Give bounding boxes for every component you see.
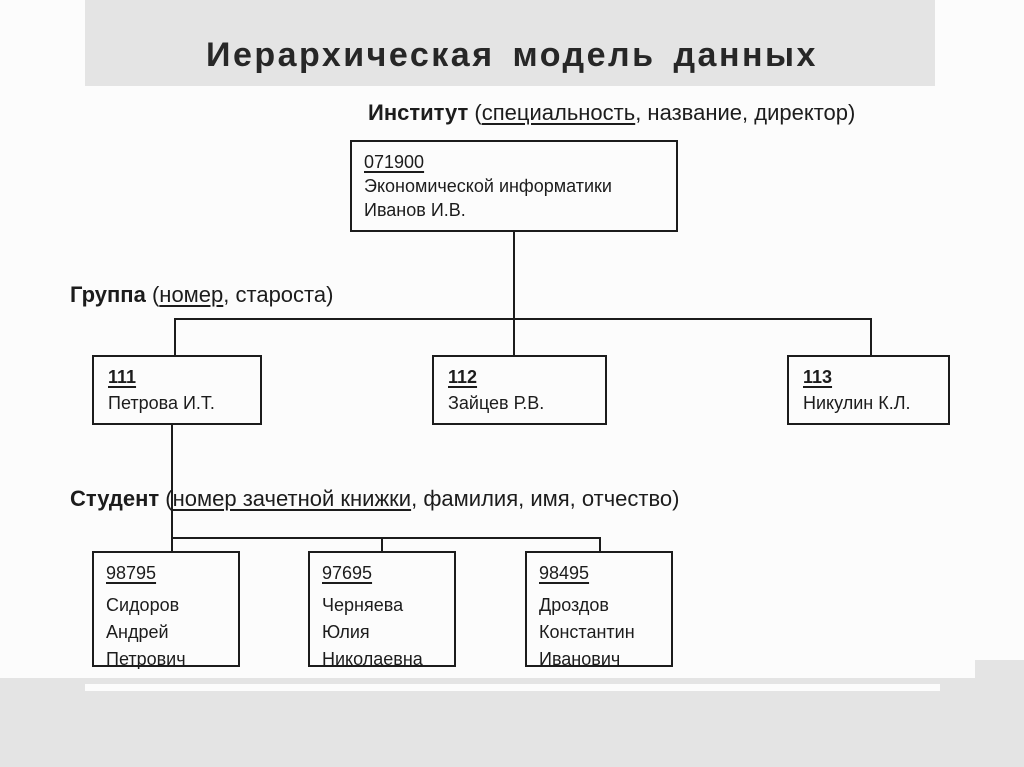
- group-number: 111: [108, 367, 137, 387]
- institute-record-box: 071900 Экономической информатики Иванов …: [350, 140, 678, 232]
- student-label-rest: , фамилия, имя, отчество): [411, 486, 680, 511]
- student-firstname: Юлия: [322, 622, 370, 642]
- student-key-attribute: номер зачетной книжки: [172, 486, 412, 511]
- student-keyword: Студент: [70, 486, 160, 511]
- connector-group111-to-students: [171, 424, 173, 552]
- student-record-box-98795: 98795 Сидоров Андрей Петрович: [92, 551, 240, 669]
- student-surname: Сидоров: [106, 595, 180, 615]
- connector-stub-group-112: [513, 318, 515, 356]
- student-number: 97695: [322, 563, 373, 583]
- group-leader: Зайцев Р.В.: [448, 393, 545, 413]
- student-patronymic: Петрович: [106, 649, 186, 669]
- student-number: 98795: [106, 563, 157, 583]
- connector-students-horizontal: [171, 537, 601, 539]
- group-record-box-112: 112 Зайцев Р.В.: [432, 355, 607, 425]
- group-label-rest: , староста): [223, 282, 334, 307]
- connector-stub-student-2: [381, 537, 383, 552]
- connector-groups-horizontal: [174, 318, 872, 320]
- institute-director: Иванов И.В.: [364, 200, 466, 220]
- paper-sheet-edge-bottom: [85, 684, 940, 691]
- institute-level-label: Институт (специальность, название, дирек…: [368, 100, 860, 126]
- group-label-paren: (: [145, 282, 160, 307]
- institute-label-paren: (: [468, 100, 482, 125]
- paper-sheet-corner-top-left: [0, 0, 85, 90]
- background-notch-bottom-right: [975, 660, 1024, 680]
- paper-sheet-corner-top-right: [935, 0, 1024, 90]
- group-leader: Никулин К.Л.: [803, 393, 911, 413]
- group-record-box-111: 111 Петрова И.Т.: [92, 355, 262, 425]
- group-leader: Петрова И.Т.: [108, 393, 215, 413]
- group-record-box-113: 113 Никулин К.Л.: [787, 355, 950, 425]
- institute-label-rest: , название, директор): [635, 100, 856, 125]
- student-label-paren: (: [159, 486, 173, 511]
- connector-stub-student-3: [599, 537, 601, 552]
- connector-stub-group-113: [870, 318, 872, 356]
- student-record-box-98495: 98495 Дроздов Константин Иванович: [525, 551, 673, 669]
- institute-key-attribute: специальность: [481, 100, 636, 125]
- group-level-label: Группа (номер, староста): [70, 282, 338, 308]
- group-number: 113: [803, 367, 833, 387]
- group-number: 112: [448, 367, 478, 387]
- student-surname: Дроздов: [539, 595, 609, 615]
- student-record-box-97695: 97695 Черняева Юлия Николаевна: [308, 551, 456, 669]
- student-patronymic: Иванович: [539, 649, 621, 669]
- institute-number: 071900: [364, 152, 425, 172]
- student-patronymic: Николаевна: [322, 649, 423, 669]
- student-firstname: Константин: [539, 622, 635, 642]
- student-number: 98495: [539, 563, 590, 583]
- student-firstname: Андрей: [106, 622, 169, 642]
- student-level-label: Студент (номер зачетной книжки, фамилия,…: [70, 486, 684, 512]
- institute-name: Экономической информатики: [364, 176, 612, 196]
- institute-keyword: Институт: [368, 100, 469, 125]
- connector-institute-to-groups: [513, 231, 515, 318]
- group-key-attribute: номер: [159, 282, 224, 307]
- group-keyword: Группа: [70, 282, 146, 307]
- connector-stub-group-111: [174, 318, 176, 356]
- student-surname: Черняева: [322, 595, 404, 615]
- slide-title: Иерархическая модель данных: [206, 36, 818, 74]
